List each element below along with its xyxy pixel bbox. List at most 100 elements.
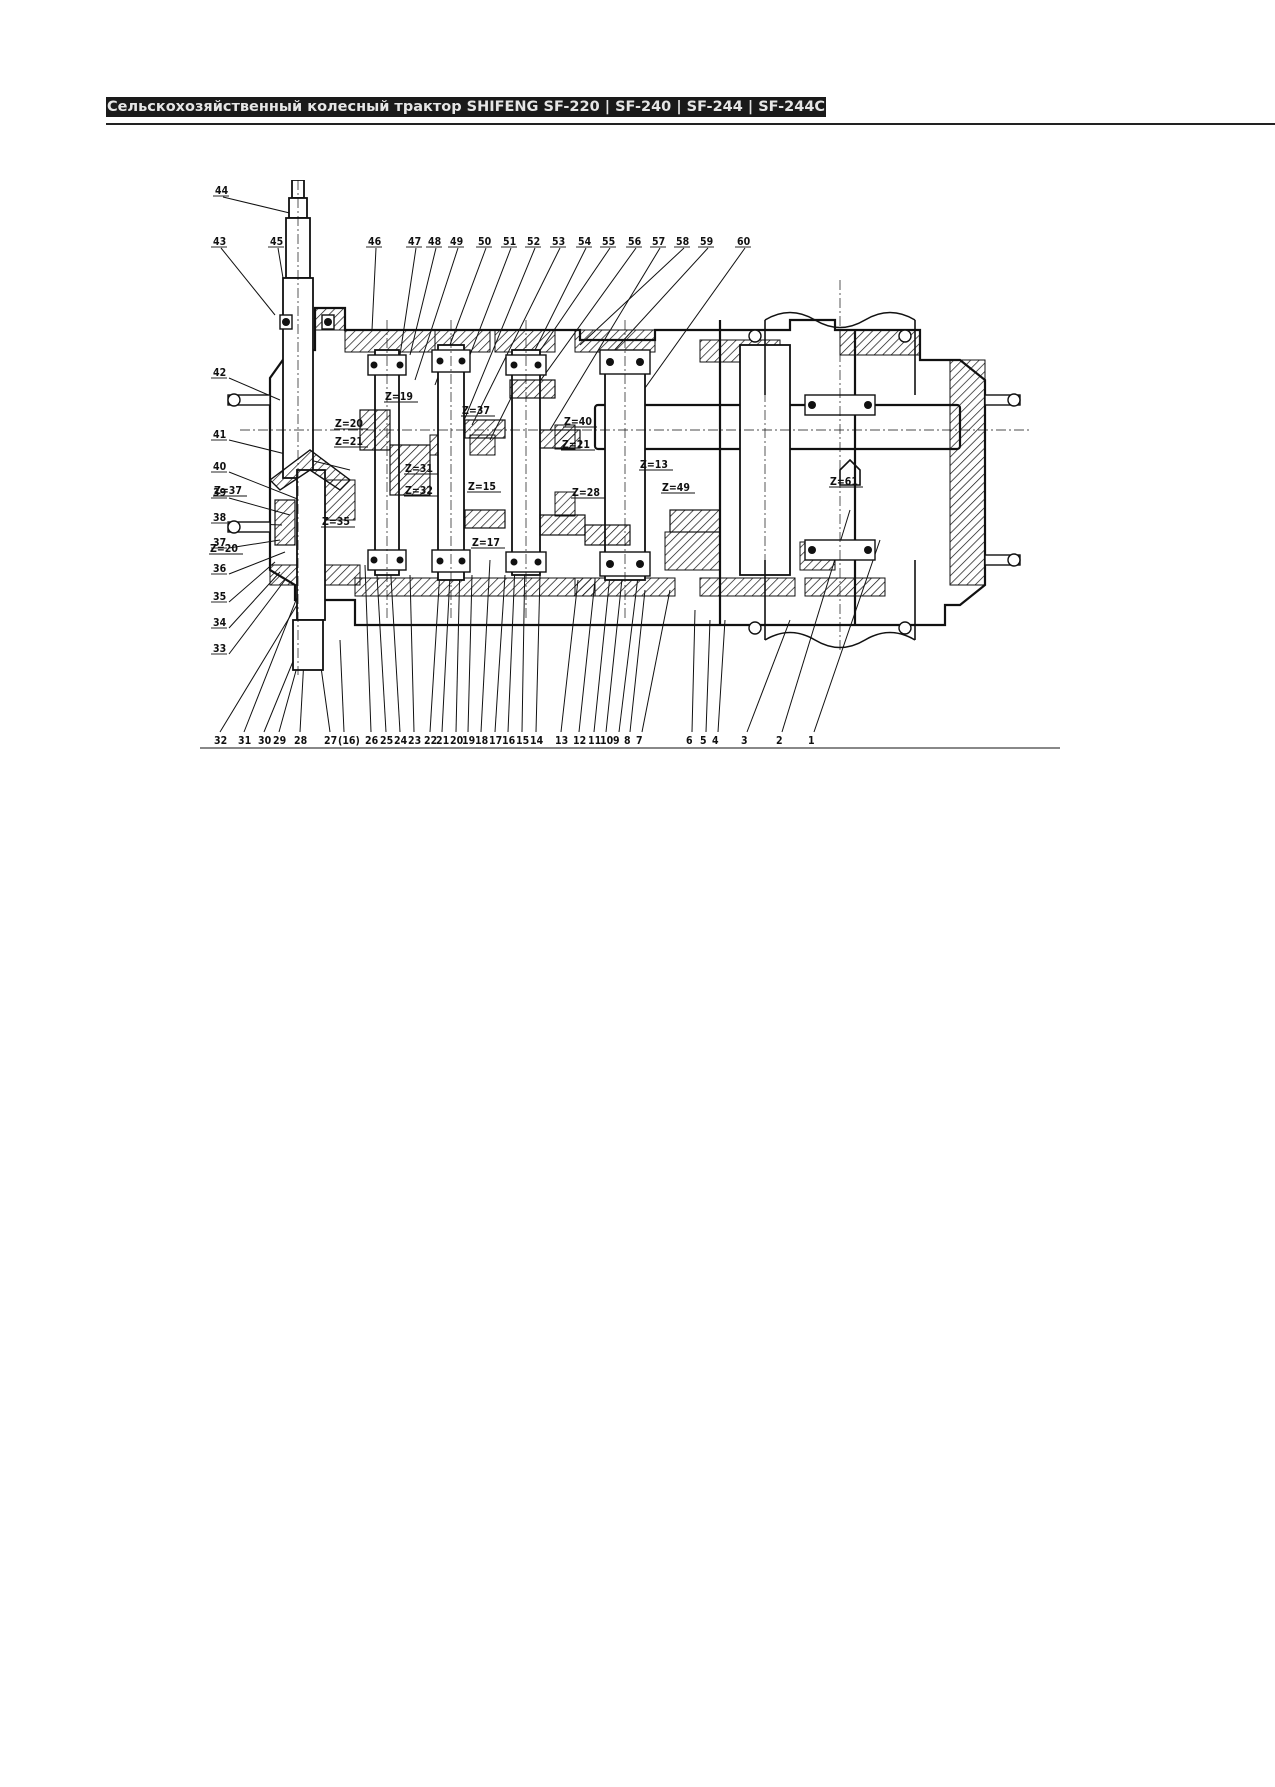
callout-label: 57 (652, 236, 665, 248)
callout-label: 52 (527, 236, 540, 248)
gear-tooth-label: Z=15 (468, 481, 496, 493)
leader-line (414, 247, 459, 381)
callout-label: 25 (380, 735, 393, 747)
callout-label: 6 (686, 735, 693, 747)
callout-label: 9 (613, 735, 620, 747)
leader-line (220, 247, 276, 316)
gear-tooth-label: Z=37 (462, 405, 490, 417)
leader-line (717, 619, 726, 733)
callout-label: 42 (213, 367, 226, 379)
gears (274, 379, 721, 546)
leader-line (228, 579, 286, 655)
callout-label: 13 (555, 735, 568, 747)
leader-line (243, 589, 301, 733)
leader-line (371, 247, 377, 331)
callout-label: 43 (213, 236, 226, 248)
callout-label: 27 (324, 735, 337, 747)
callout-label: 8 (624, 735, 631, 747)
callout-label: 33 (213, 643, 226, 655)
leader-line (222, 196, 299, 216)
gear-tooth-label: Z=21 (335, 436, 363, 448)
gear-tooth-label: Z=40 (564, 416, 592, 428)
leader-line (228, 471, 301, 501)
gear-tooth-label: Z=32 (405, 485, 433, 497)
leader-line (429, 569, 441, 733)
callout-label: 50 (478, 236, 492, 248)
gear-tooth-label: Z=19 (385, 391, 413, 403)
gear-tooth-label: Z=20 (210, 543, 238, 555)
callout-label: 41 (213, 429, 226, 441)
bevel-gear (268, 449, 352, 491)
leader-line (705, 619, 711, 733)
callout-label: 46 (368, 236, 382, 248)
callout-label: 30 (258, 735, 272, 747)
callout-label: 10 (600, 735, 614, 747)
callout-label: 37 (213, 537, 226, 549)
leader-line (529, 247, 637, 396)
gear-tooth-label: Z=37 (214, 485, 242, 497)
callout-label: 40 (213, 461, 227, 473)
center-lines (240, 180, 1030, 675)
callout-label: 12 (573, 735, 586, 747)
leader-line (593, 574, 611, 733)
leader-line (467, 574, 473, 733)
leader-line (228, 539, 281, 549)
drawing-canvas: 4443454647484950515253545556575859604241… (200, 179, 1060, 749)
leader-line (691, 609, 696, 733)
leader-line (535, 574, 541, 733)
leader-line (319, 659, 331, 733)
gear-tooth-labels: Z=20Z=21Z=19Z=37Z=40Z=31Z=32Z=21Z=13Z=61… (210, 391, 858, 555)
callout-label: (16) (338, 735, 360, 747)
gear-tooth-label: Z=28 (572, 487, 600, 499)
callout-label: 23 (408, 735, 421, 747)
callout-label: 18 (475, 735, 488, 747)
callout-label: 55 (602, 236, 615, 248)
bolts (227, 329, 1021, 635)
hatched-sections (269, 307, 986, 597)
callout-label: 11 (588, 735, 601, 747)
leader-line (228, 561, 276, 603)
callout-label: 35 (213, 591, 226, 603)
gear-tooth-label: Z=20 (335, 418, 363, 430)
callout-label: 58 (676, 236, 689, 248)
callout-label: 45 (270, 236, 283, 248)
callout-label: 28 (294, 735, 307, 747)
gear-tooth-label: Z=35 (322, 516, 350, 528)
callout-label: 5 (700, 735, 707, 747)
callout-label: 24 (394, 735, 408, 747)
callout-label: 17 (489, 735, 502, 747)
callout-label: 15 (516, 735, 529, 747)
document-title: Сельскохозяйственный колесный трактор SH… (106, 97, 827, 117)
gear-tooth-label: Z=21 (562, 439, 590, 451)
leader-line (813, 539, 881, 733)
callout-label: 51 (503, 236, 516, 248)
leader-line (228, 551, 286, 575)
callout-label: 32 (214, 735, 227, 747)
leader-line (494, 574, 506, 733)
gear-tooth-label: Z=49 (662, 482, 690, 494)
callout-label: 48 (428, 236, 441, 248)
callout-label: 44 (215, 185, 229, 197)
callout-label: 1 (808, 735, 815, 747)
callout-label: 3 (741, 735, 748, 747)
callout-label: 56 (628, 236, 642, 248)
callout-label: 21 (436, 735, 449, 747)
leader-line (629, 589, 646, 733)
callout-label: 34 (213, 617, 227, 629)
leader-line (339, 639, 345, 733)
gear-tooth-label: Z=61 (830, 476, 858, 488)
callout-label: 36 (213, 563, 227, 575)
callout-label: 19 (462, 735, 475, 747)
callout-label: 60 (737, 236, 751, 248)
callout-label: 22 (424, 735, 437, 747)
callout-label: 14 (530, 735, 544, 747)
header-divider (106, 123, 1275, 125)
leader-line (639, 247, 746, 396)
leader-line (228, 377, 281, 401)
callout-label: 59 (700, 236, 713, 248)
callout-label: 2 (776, 735, 783, 747)
gear-tooth-label: Z=17 (472, 537, 500, 549)
callout-label: 31 (238, 735, 251, 747)
